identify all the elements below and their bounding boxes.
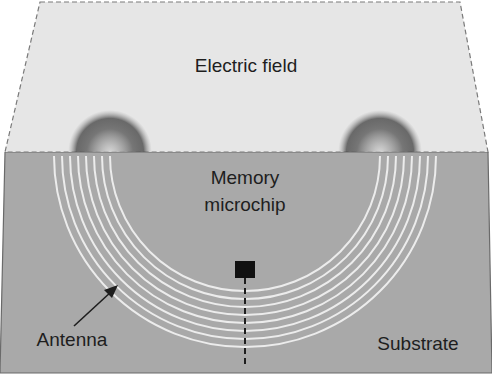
leader-line: [74, 291, 112, 326]
arrowhead: [104, 285, 118, 298]
microchip: [235, 261, 255, 278]
region-label: Electric field: [195, 54, 297, 78]
region-outline: [0, 0, 492, 153]
chip-label: Memory microchip: [190, 165, 300, 218]
region-label: Substrate: [377, 332, 458, 356]
antenna-turn: [70, 156, 420, 331]
antenna-turn: [102, 156, 388, 299]
chip-lead: [244, 278, 246, 366]
field-lobes: [68, 110, 422, 152]
antenna-label: Antenna: [37, 328, 108, 352]
antenna-turn: [110, 156, 380, 291]
field-region: Electric field: [0, 0, 492, 153]
